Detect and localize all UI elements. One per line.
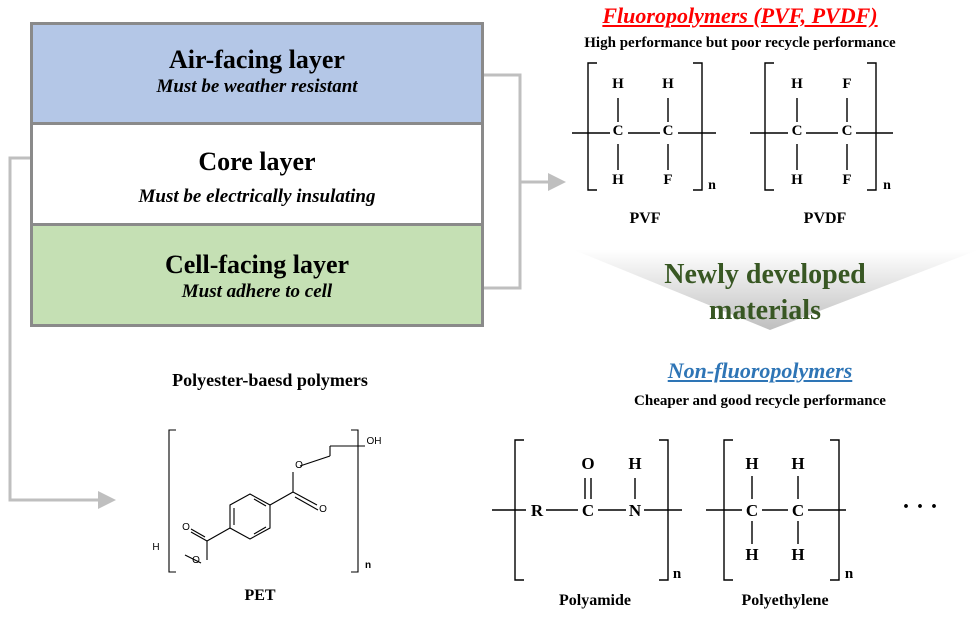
polyamide-atom-r: R [530,501,544,520]
air-facing-layer-title: Air-facing layer [169,45,345,74]
fluoropolymers-title: Fluoropolymers (PVF, PVDF) [602,3,878,28]
more-polymers-ellipsis: · · · [901,494,938,520]
arrow-to-fluoropolymers [548,173,566,191]
polyamide-atom-h: H [628,454,642,473]
transition-text-line2: materials [709,295,821,326]
pvdf-atom-f1: F [842,76,852,92]
polyamide-atom-o: O [581,454,595,473]
arrow-to-pet [98,491,116,509]
polyethylene-structure-bonds [706,439,846,581]
polyamide-label: Polyamide [559,592,631,609]
polyamide-structure-bonds [492,439,682,581]
core-layer-subtitle: Must be electrically insulating [138,186,376,207]
pet-atom-o-left-carbonyl: O [182,522,190,533]
pet-atom-o-ether: O [295,460,303,471]
pet-atom-oh: OH [366,436,382,447]
pvdf-atom-c1: C [791,123,803,139]
polyethylene-atom-h4: H [791,545,805,564]
pvf-atom-c2: C [662,123,674,139]
polyethylene-atom-h2: H [791,454,805,473]
air-facing-layer-box: Air-facing layer Must be weather resista… [30,22,484,125]
pvdf-atom-c2: C [841,123,853,139]
pet-atom-o-left-ester: O [192,555,200,566]
pvf-atom-h1: H [612,76,624,92]
pvf-atom-f: F [663,172,673,188]
polyamide-atom-c: C [581,501,595,520]
pvdf-label: PVDF [803,210,847,227]
pvdf-subscript-n: n [883,178,891,193]
core-layer-title: Core layer [198,147,316,176]
polyamide-subscript-n: n [672,566,682,582]
pvf-structure-bonds [572,62,716,191]
pet-atom-h: H [152,542,160,553]
polyethylene-atom-h1: H [745,454,759,473]
pet-structure-bonds [168,429,365,573]
pvdf-structure-bonds [750,62,893,191]
pvdf-atom-h1: H [791,76,803,92]
cell-facing-layer-box: Cell-facing layer Must adhere to cell [30,223,484,327]
cell-facing-layer-title: Cell-facing layer [164,250,350,279]
pvdf-atom-f2: F [842,172,852,188]
pet-atom-o-right-carbonyl: O [319,504,327,515]
pvf-label: PVF [629,210,661,227]
polyethylene-subscript-n: n [844,566,854,582]
polyethylene-atom-c2: C [791,501,805,520]
polyethylene-label: Polyethylene [741,592,829,609]
connector-right [484,73,548,290]
pvf-atom-h2: H [662,76,674,92]
polyethylene-atom-c1: C [745,501,759,520]
pet-subscript-n: n [364,560,372,571]
nonfluoropolymers-subtitle: Cheaper and good recycle performance [634,393,886,409]
connector-left [8,156,100,502]
cell-facing-layer-subtitle: Must adhere to cell [181,281,333,302]
polyester-title: Polyester-baesd polymers [172,370,368,390]
pvdf-atom-h2: H [791,172,803,188]
air-facing-layer-subtitle: Must be weather resistant [156,76,358,97]
pvf-atom-c1: C [612,123,624,139]
pvf-atom-h3: H [612,172,624,188]
pvf-subscript-n: n [708,178,716,193]
nonfluoropolymers-title: Non-fluoropolymers [667,358,853,383]
transition-text-line1: Newly developed [664,259,866,290]
transition-arrow [574,250,978,330]
polyamide-atom-n: N [628,501,642,520]
polyethylene-atom-h3: H [745,545,759,564]
pet-label: PET [244,587,276,604]
fluoropolymers-subtitle: High performance but poor recycle perfor… [584,35,896,51]
